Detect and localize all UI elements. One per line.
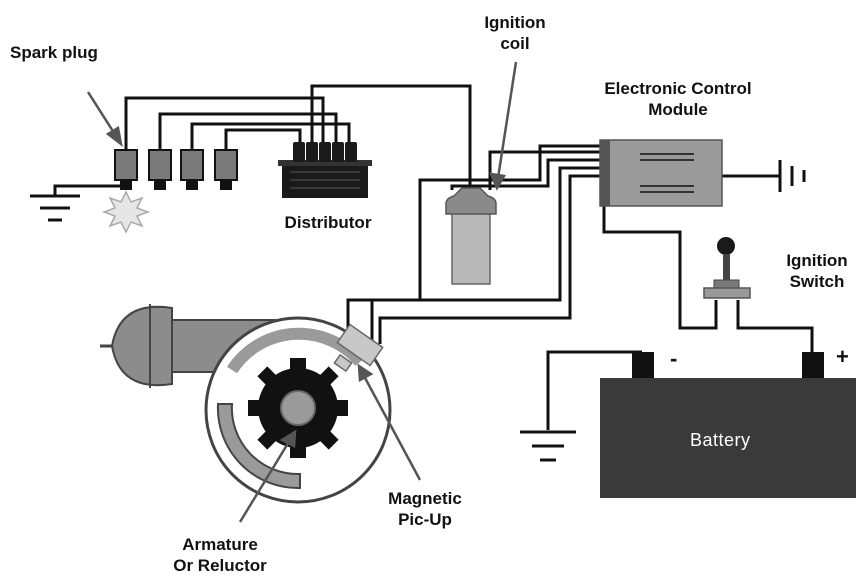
ecm-label: Electronic Control Module [578, 78, 778, 120]
spark-burst-icon [101, 190, 151, 234]
magnetic-pickup-pointer-arrow [357, 363, 422, 481]
magnetic-pickup-label-line2: Pic-Up [398, 510, 452, 529]
spark-plugs [101, 149, 238, 234]
ignition-coil-label: Ignition coil [470, 12, 560, 54]
ignition-switch [703, 237, 751, 299]
spark-plug-3 [180, 149, 204, 190]
magnetic-pickup-label-line1: Magnetic [388, 489, 462, 508]
battery-positive-sign: + [836, 344, 849, 369]
spark-plug-2 [148, 149, 172, 190]
armature-label-line1: Armature [182, 535, 258, 554]
armature-reluctor-gear [248, 358, 348, 458]
spark-plug-1-lead [124, 96, 325, 152]
ground-symbol-left [30, 194, 80, 222]
armature-label: Armature Or Reluctor [160, 534, 280, 576]
spark-plug-4-lead [224, 128, 302, 152]
armature-pointer-arrow [238, 429, 297, 523]
pickup-wire-1 [370, 166, 600, 340]
distributor [278, 142, 372, 198]
distributor-label: Distributor [284, 213, 372, 232]
ecm-label-line1: Electronic Control [604, 79, 752, 98]
electronic-control-module [599, 139, 723, 207]
pickup-wire-2 [378, 174, 600, 344]
spark-plug-2-lead [158, 112, 338, 152]
magnetic-pickup-label: Magnetic Pic-Up [370, 488, 480, 530]
ignition-coil [445, 187, 497, 285]
spark-plug-1 [114, 149, 138, 190]
ecm-to-coil-wire-2 [450, 158, 600, 190]
ecm-label-line2: Module [648, 100, 708, 119]
spark-plug-4 [214, 149, 238, 190]
ignition-switch-label: Ignition Switch [776, 250, 858, 292]
battery-ground-wire [546, 350, 642, 430]
magnetic-pickup [333, 323, 384, 373]
battery-negative-sign: - [670, 346, 678, 371]
battery-positive-terminal [802, 352, 824, 378]
ecm-to-switch-wire [602, 206, 718, 330]
wiring [53, 84, 814, 430]
ignition-switch-label-line1: Ignition [786, 251, 848, 270]
coil-to-distributor-lead [310, 84, 472, 190]
spark-plug-label: Spark plug [10, 43, 98, 62]
ecm-to-coil-wire [488, 150, 600, 190]
spark-plug-pointer-arrow [86, 91, 123, 147]
battery [600, 352, 856, 498]
switch-to-battery-wire [736, 300, 814, 356]
ignition-coil-pointer-arrow [488, 61, 518, 191]
pickup-wire-3 [346, 144, 600, 336]
ignition-coil-label-line2: coil [500, 34, 530, 53]
ground-symbol-ecm [778, 160, 806, 192]
battery-label: Battery [690, 430, 751, 450]
armature-label-line2: Or Reluctor [173, 556, 267, 575]
ignition-switch-label-line2: Switch [789, 272, 845, 291]
ignition-coil-label-line1: Ignition [484, 13, 546, 32]
battery-negative-terminal [632, 352, 654, 378]
spark-plug-3-lead [190, 122, 351, 152]
plug-ground-lead [53, 184, 126, 196]
ground-symbol-battery [520, 430, 576, 462]
